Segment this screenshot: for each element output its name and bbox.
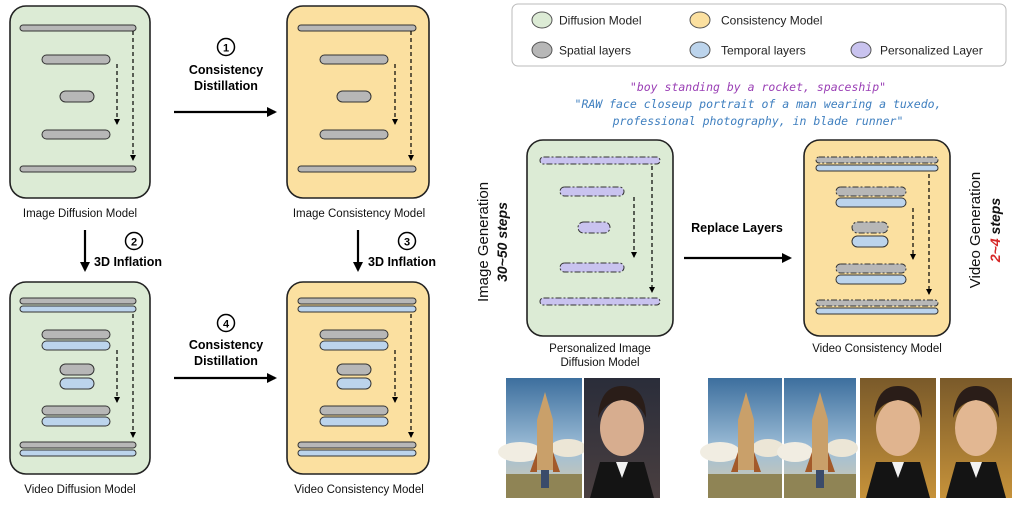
svg-text:2~4 steps: 2~4 steps — [987, 198, 1003, 263]
image-diffusion-box — [9, 5, 151, 199]
svg-text:Consistency: Consistency — [189, 63, 263, 77]
video-generation-steps: 2~4 steps — [987, 198, 1003, 263]
svg-text:4: 4 — [223, 319, 230, 331]
sample-image-portrait-3 — [940, 378, 1012, 498]
svg-text:Distillation: Distillation — [194, 79, 258, 93]
video-generation-label: Video Generation — [967, 172, 984, 288]
replace-layers: Replace Layers — [684, 221, 792, 263]
svg-text:Spatial layers: Spatial layers — [559, 44, 631, 58]
step-1: 1 Consistency Distillation — [174, 37, 277, 117]
image-consistency-label: Image Consistency Model — [293, 208, 425, 220]
image-diffusion-label: Image Diffusion Model — [23, 208, 137, 220]
svg-text:3: 3 — [404, 237, 410, 249]
legend-item-spatial: Spatial layers — [531, 41, 631, 59]
personalized-label-line1: Personalized Image — [549, 343, 651, 355]
svg-text:30~50 steps: 30~50 steps — [494, 202, 510, 282]
video-consistency-label-right: Video Consistency Model — [812, 343, 942, 355]
sample-image-portrait-2 — [860, 378, 936, 498]
svg-text:Distillation: Distillation — [194, 354, 258, 368]
svg-text:2: 2 — [131, 237, 137, 249]
step-4: 4 Consistency Distillation — [174, 313, 277, 383]
legend: Diffusion Model Consistency Model Spatia… — [511, 3, 1007, 67]
image-generation-label: Image Generation — [475, 182, 492, 302]
legend-item-personalized: Personalized Layer — [850, 41, 983, 59]
prompt-rocket: "boy standing by a rocket, spaceship" — [630, 80, 886, 94]
personalized-image-diffusion-box — [526, 139, 674, 337]
svg-text:3D Inflation: 3D Inflation — [94, 255, 162, 269]
svg-text:Replace Layers: Replace Layers — [691, 221, 783, 235]
video-consistency-box-right — [803, 139, 951, 337]
svg-text:3D Inflation: 3D Inflation — [368, 255, 436, 269]
image-consistency-box — [286, 5, 430, 199]
svg-text:Video Generation: Video Generation — [967, 172, 984, 288]
video-diffusion-label: Video Diffusion Model — [24, 484, 135, 496]
sample-image-rocket-3 — [777, 378, 858, 498]
svg-text:Personalized Layer: Personalized Layer — [880, 44, 983, 58]
legend-item-consistency: Consistency Model — [689, 11, 822, 29]
legend-item-diffusion: Diffusion Model — [531, 11, 642, 29]
personalized-label-line2: Diffusion Model — [560, 357, 639, 369]
prompt-tuxedo-line1: "RAW face closeup portrait of a man wear… — [575, 97, 942, 111]
sample-image-rocket-2 — [700, 378, 784, 498]
step-2: 2 3D Inflation — [80, 230, 162, 272]
svg-text:Consistency: Consistency — [189, 338, 263, 352]
sample-image-rocket-1 — [498, 378, 586, 498]
sample-image-portrait-1 — [584, 378, 660, 498]
svg-text:Diffusion Model: Diffusion Model — [559, 14, 642, 28]
video-consistency-box-left — [286, 281, 430, 475]
legend-item-temporal: Temporal layers — [689, 41, 806, 59]
video-consistency-label-left: Video Consistency Model — [294, 484, 424, 496]
image-generation-steps: 30~50 steps — [494, 202, 510, 282]
svg-text:Image Generation: Image Generation — [475, 182, 492, 302]
svg-text:Consistency Model: Consistency Model — [721, 14, 822, 28]
step-3: 3 3D Inflation — [353, 230, 436, 272]
svg-text:Temporal layers: Temporal layers — [721, 44, 806, 58]
prompt-tuxedo-line2: professional photography, in blade runne… — [612, 114, 904, 128]
video-diffusion-box — [9, 281, 151, 475]
svg-text:1: 1 — [223, 43, 229, 55]
